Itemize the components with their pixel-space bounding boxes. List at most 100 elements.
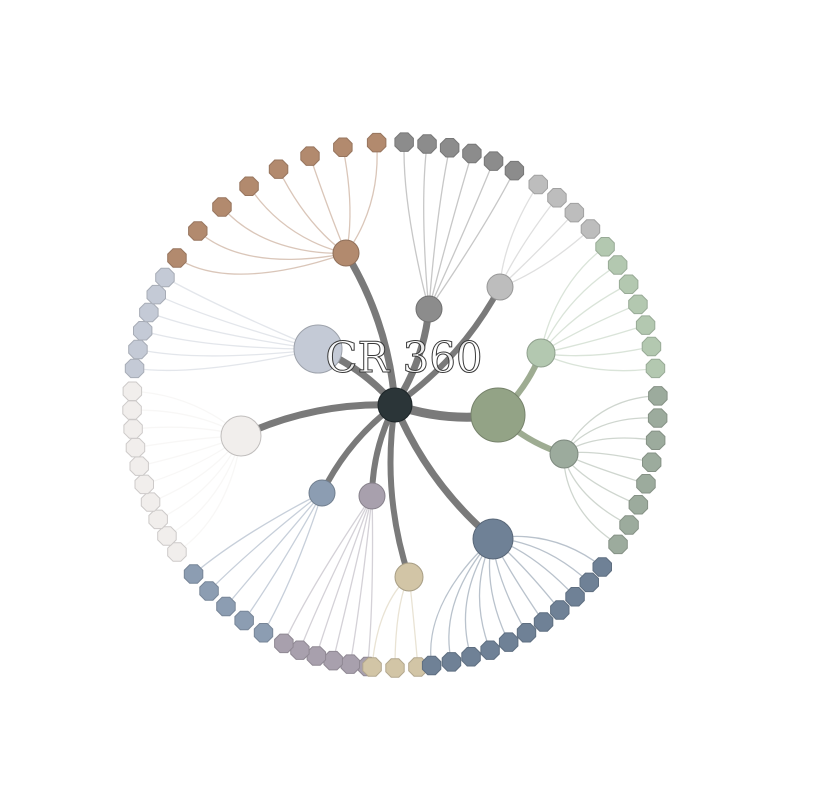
leaf-node[interactable] bbox=[306, 646, 327, 666]
branch-node[interactable] bbox=[472, 518, 514, 560]
leaf-node[interactable] bbox=[239, 176, 259, 196]
leaf-node[interactable] bbox=[340, 654, 360, 674]
leaf-node[interactable] bbox=[157, 526, 177, 546]
leaf-node[interactable] bbox=[595, 237, 615, 257]
leaf-node[interactable] bbox=[167, 248, 187, 268]
leaf-node[interactable] bbox=[362, 657, 382, 677]
leaf-node[interactable] bbox=[635, 315, 656, 335]
diagram-title: CR 360 bbox=[325, 333, 482, 382]
leaf-node[interactable] bbox=[417, 134, 437, 154]
leaf-node[interactable] bbox=[619, 515, 639, 535]
leaf-node[interactable] bbox=[188, 221, 208, 241]
branch-node[interactable] bbox=[526, 338, 556, 368]
leaf-node[interactable] bbox=[212, 197, 232, 217]
leaf-node[interactable] bbox=[461, 647, 481, 667]
leaf-node[interactable] bbox=[628, 495, 649, 515]
leaf-node[interactable] bbox=[645, 430, 666, 450]
leaf-node[interactable] bbox=[504, 160, 525, 181]
leaf-node[interactable] bbox=[579, 572, 599, 593]
leaf-node[interactable] bbox=[216, 596, 236, 617]
center-node[interactable] bbox=[377, 387, 413, 423]
leaf-node[interactable] bbox=[516, 623, 537, 643]
leaf-node[interactable] bbox=[642, 452, 662, 472]
leaf-node[interactable] bbox=[167, 542, 187, 562]
leaf-node[interactable] bbox=[323, 650, 343, 671]
leaf-node[interactable] bbox=[441, 652, 462, 672]
leaf-node[interactable] bbox=[565, 587, 585, 607]
branch-node[interactable] bbox=[394, 562, 424, 592]
leaf-node[interactable] bbox=[139, 302, 159, 323]
leaf-node[interactable] bbox=[564, 202, 585, 223]
leaf-node[interactable] bbox=[592, 557, 612, 577]
leaf-link bbox=[423, 143, 430, 310]
leaf-link bbox=[540, 324, 646, 354]
leaf-node[interactable] bbox=[394, 132, 414, 152]
leaf-node[interactable] bbox=[134, 474, 154, 495]
leaf-link bbox=[349, 495, 373, 665]
leaf-node[interactable] bbox=[123, 419, 143, 439]
leaf-node[interactable] bbox=[140, 492, 161, 512]
leaf-node[interactable] bbox=[146, 284, 166, 305]
leaf-node[interactable] bbox=[133, 321, 153, 341]
leaf-node[interactable] bbox=[155, 267, 175, 288]
leaf-node[interactable] bbox=[645, 358, 666, 379]
leaf-node[interactable] bbox=[274, 633, 294, 654]
leaf-node[interactable] bbox=[607, 255, 628, 275]
leaf-link bbox=[345, 142, 378, 254]
branch-node[interactable] bbox=[486, 273, 514, 301]
branch-node[interactable] bbox=[358, 482, 386, 510]
leaf-node[interactable] bbox=[199, 581, 219, 601]
leaf-node[interactable] bbox=[439, 138, 460, 158]
branch-node[interactable] bbox=[415, 295, 443, 323]
branch-node[interactable] bbox=[549, 439, 579, 469]
branch-node[interactable] bbox=[220, 415, 262, 457]
leaf-node[interactable] bbox=[268, 159, 289, 179]
leaf-node[interactable] bbox=[647, 408, 668, 428]
leaf-nodes bbox=[122, 132, 668, 678]
branch-link bbox=[237, 401, 399, 440]
branch-link bbox=[342, 249, 399, 409]
leaf-node[interactable] bbox=[366, 132, 387, 153]
leaf-node[interactable] bbox=[385, 658, 405, 678]
leaf-link bbox=[148, 311, 319, 350]
leaf-link bbox=[193, 492, 323, 575]
leaf-node[interactable] bbox=[128, 339, 148, 360]
leaf-node[interactable] bbox=[483, 151, 504, 171]
leaf-node[interactable] bbox=[129, 456, 149, 476]
leaf-link bbox=[243, 492, 323, 621]
leaf-node[interactable] bbox=[618, 274, 639, 294]
leaf-node[interactable] bbox=[648, 386, 668, 406]
leaf-link bbox=[221, 206, 347, 254]
leaf-node[interactable] bbox=[462, 143, 482, 164]
leaf-node[interactable] bbox=[122, 381, 143, 401]
leaf-link bbox=[142, 330, 319, 350]
leaf-node[interactable] bbox=[641, 336, 662, 357]
leaf-node[interactable] bbox=[183, 564, 204, 584]
leaf-node[interactable] bbox=[124, 358, 145, 379]
leaf-node[interactable] bbox=[636, 474, 656, 494]
leaf-node[interactable] bbox=[547, 188, 567, 208]
leaf-node[interactable] bbox=[234, 610, 254, 631]
leaf-node[interactable] bbox=[528, 174, 548, 195]
leaf-node[interactable] bbox=[125, 437, 146, 458]
leaf-node[interactable] bbox=[253, 623, 274, 643]
branch-node[interactable] bbox=[470, 387, 526, 443]
leaf-node[interactable] bbox=[533, 612, 554, 632]
leaf-node[interactable] bbox=[480, 640, 500, 660]
leaf-link bbox=[428, 153, 473, 310]
leaf-link bbox=[540, 303, 639, 354]
leaf-node[interactable] bbox=[333, 137, 353, 157]
leaf-node[interactable] bbox=[498, 632, 519, 652]
leaf-node[interactable] bbox=[628, 294, 648, 315]
leaf-node[interactable] bbox=[421, 655, 442, 676]
branch-link bbox=[387, 402, 412, 580]
leaf-node[interactable] bbox=[122, 400, 142, 420]
leaf-node[interactable] bbox=[148, 509, 168, 530]
branch-node[interactable] bbox=[293, 324, 343, 374]
leaf-node[interactable] bbox=[300, 146, 320, 166]
leaf-node[interactable] bbox=[580, 219, 601, 239]
leaf-node[interactable] bbox=[608, 534, 628, 555]
leaf-node[interactable] bbox=[550, 600, 570, 620]
branch-node[interactable] bbox=[332, 239, 360, 267]
branch-node[interactable] bbox=[308, 479, 336, 507]
